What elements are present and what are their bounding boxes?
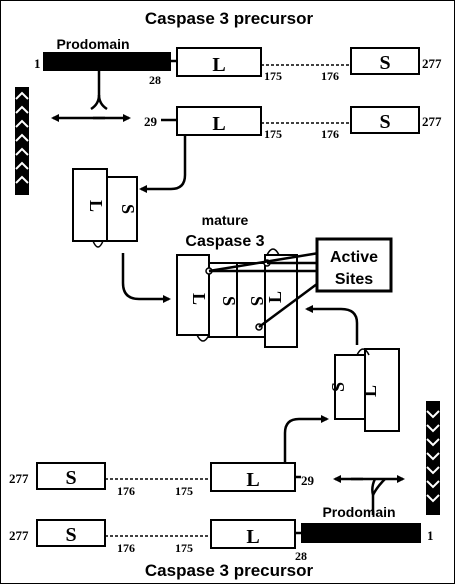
mature-subunit-1: L <box>189 293 209 305</box>
mature-subunit-4: L <box>265 291 285 303</box>
top-end-number: 277 <box>422 56 442 71</box>
top-cleaved-small-label: S <box>379 111 390 133</box>
bottom-cleaved-small-start: 176 <box>117 484 135 498</box>
active-sites-line2: Sites <box>335 271 373 288</box>
bottom-prodomain-label: Prodomain <box>322 504 395 520</box>
top-prodomain-label: Prodomain <box>56 36 129 52</box>
scissors-icon-bottom <box>426 401 440 515</box>
mature-label-line1: mature <box>202 212 249 228</box>
top-start-number: 1 <box>34 56 41 71</box>
bottom-cleaved-small-label: S <box>65 467 76 489</box>
bottom-large-end-number: 175 <box>175 541 193 555</box>
top-large-end-number: 175 <box>264 69 282 83</box>
scissors-icon-top <box>15 87 29 195</box>
heterodimer-right-small-label: S <box>328 382 348 392</box>
bottom-start-number: 1 <box>427 528 434 543</box>
bottom-prodomain-bar <box>301 523 421 543</box>
heterodimer-right-large-label: L <box>360 385 380 397</box>
heterodimer-left-small-label: S <box>118 204 138 214</box>
bottom-cleaved-start-number: 29 <box>301 473 315 488</box>
top-cleaved-small-start: 176 <box>321 127 339 141</box>
top-prodomain-bar <box>43 52 171 71</box>
active-sites-line1: Active <box>330 249 378 266</box>
top-cleaved-large-label: L <box>212 113 225 135</box>
top-cleaved-start-number: 29 <box>144 114 158 129</box>
top-small-start-number: 176 <box>321 69 339 83</box>
top-cleaved-large-end: 175 <box>264 127 282 141</box>
bottom-end-number: 277 <box>9 528 29 543</box>
bottom-cleaved-large-end: 175 <box>175 484 193 498</box>
top-prodomain-end-number: 28 <box>149 73 161 87</box>
top-cleaved-end-number: 277 <box>422 114 442 129</box>
heterodimer-left-large-label: L <box>86 200 106 212</box>
heterodimer-right: S L <box>328 349 399 431</box>
bottom-small-start-number: 176 <box>117 541 135 555</box>
top-large-subunit-label: L <box>212 54 225 76</box>
bottom-cleaved-large-label: L <box>246 469 259 491</box>
mature-subunit-2: S <box>219 296 239 306</box>
heterodimer-left: L S <box>73 169 138 247</box>
mature-label-line2: Caspase 3 <box>185 233 264 250</box>
top-precursor-title: Caspase 3 precursor <box>145 9 314 28</box>
bottom-large-subunit-label: L <box>246 526 259 548</box>
bottom-cleaved-end-number: 277 <box>9 471 29 486</box>
top-small-subunit-label: S <box>379 52 390 74</box>
bottom-precursor-title: Caspase 3 precursor <box>145 561 314 580</box>
mature-subunit-3: S <box>247 296 267 306</box>
bottom-small-subunit-label: S <box>65 524 76 546</box>
